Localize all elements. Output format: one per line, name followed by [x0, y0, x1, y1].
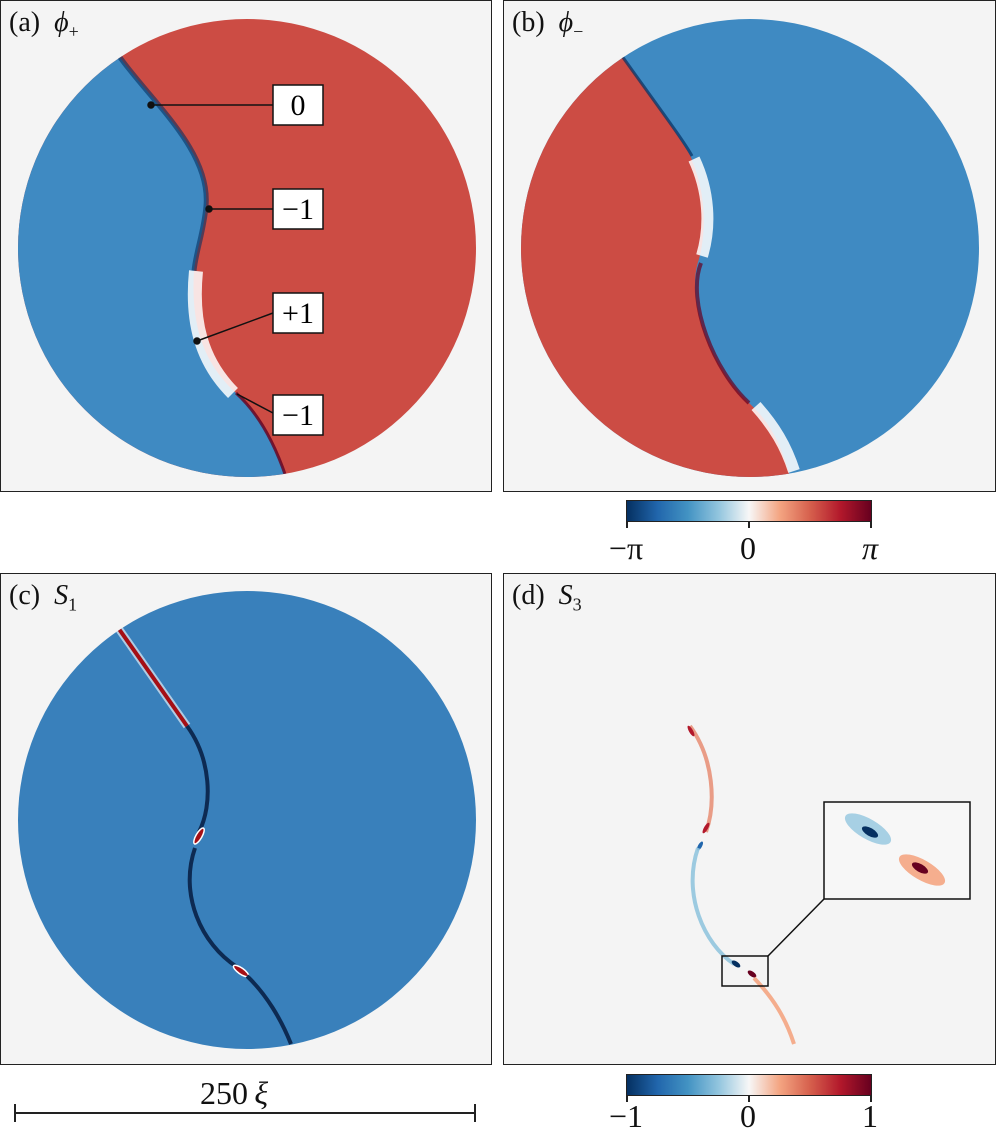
- scale-label: 250 ξ: [200, 1075, 269, 1111]
- panel-label-b: (b) ϕ−: [512, 7, 584, 42]
- annotation-label: −1: [282, 193, 314, 226]
- annotation-boxes: 0 −1 +1 −1: [272, 84, 324, 436]
- spin-map-d: [687, 724, 971, 1045]
- tick-label: 1: [862, 1098, 878, 1134]
- colorbar-spin: −1 0 1: [609, 1074, 878, 1134]
- phase-map-a: 0 −1 +1 −1: [18, 19, 476, 477]
- spin-map-c: [18, 591, 476, 1049]
- panel-label-d: (d) S3: [512, 580, 582, 615]
- tick-label: −π: [608, 530, 644, 566]
- colorbar-gradient: [626, 500, 872, 522]
- region-blue: [18, 19, 291, 477]
- colorbar-gradient: [626, 1074, 872, 1096]
- zoom-inset: [823, 801, 971, 900]
- panel-d-s3: (d) S3: [503, 573, 996, 1065]
- scale-bar: [14, 1104, 476, 1122]
- annotation-label: +1: [282, 297, 314, 330]
- tick-label: 0: [740, 530, 756, 566]
- panel-label-a: (a) ϕ+: [9, 7, 79, 42]
- panel-label-c: (c) S1: [9, 580, 78, 615]
- annotation-label: −1: [282, 399, 314, 432]
- panel-a-phi-plus: 0 −1 +1 −1 (a) ϕ+: [0, 0, 492, 492]
- tick-label: π: [861, 530, 879, 566]
- panel-b-phi-minus: (b) ϕ−: [503, 0, 996, 492]
- tick-label: 0: [740, 1098, 756, 1134]
- panel-c-s1: (c) S1: [0, 573, 492, 1065]
- annotation-label: 0: [291, 89, 306, 122]
- tick-label: −1: [608, 1098, 644, 1134]
- phase-map-b: [521, 19, 979, 477]
- colorbar-phase: −π 0 π: [609, 500, 878, 570]
